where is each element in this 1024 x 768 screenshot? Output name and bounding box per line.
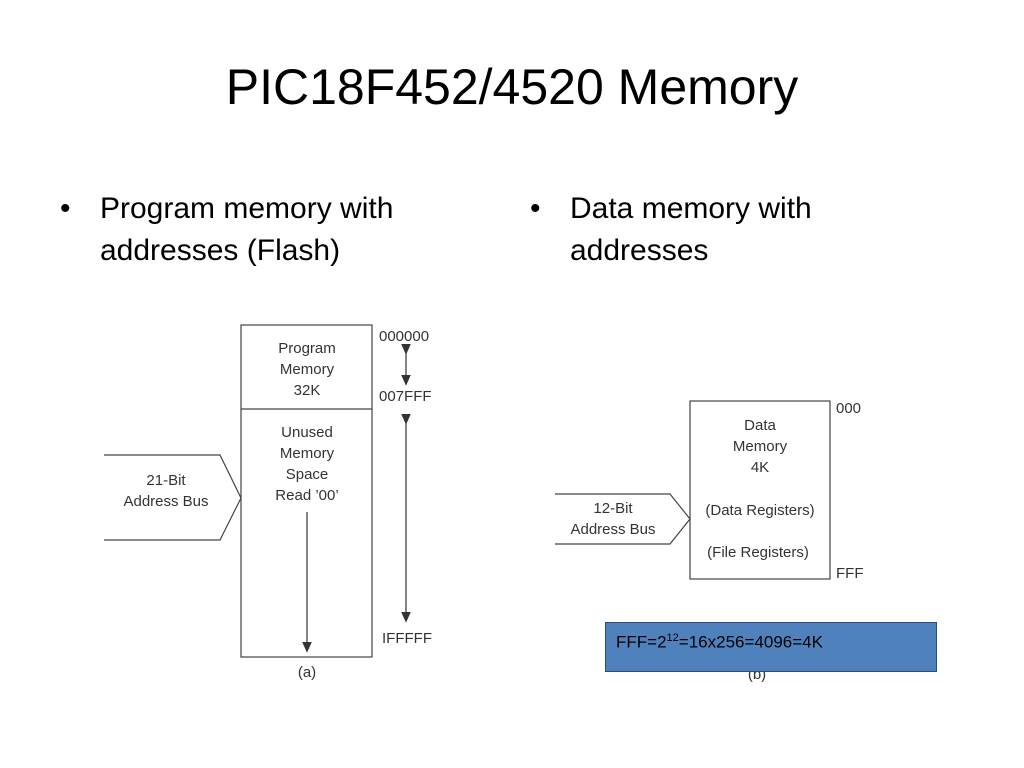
data-memory-diagram: Data Memory 4K (Data Registers) (File Re… xyxy=(555,400,864,683)
address-bus-label: Address Bus xyxy=(570,521,655,538)
bullet-line: Data memory with xyxy=(570,192,812,225)
address-bus-arrow-21bit xyxy=(104,454,242,541)
program-memory-diagram: Program Memory 32K Unused Memory Space R… xyxy=(104,324,432,681)
data-address-end: FFF xyxy=(836,565,864,582)
data-label-line: 4K xyxy=(751,459,769,476)
bullet-dot: • xyxy=(60,192,71,225)
unused-label-line: Unused xyxy=(281,424,333,441)
unused-label-line: Space xyxy=(286,466,329,483)
address-bus-label: Address Bus xyxy=(123,493,208,510)
bullet-data-memory: • Data memory with addresses xyxy=(530,188,990,272)
bullet-program-memory: • Program memory with addresses (Flash) xyxy=(60,188,520,272)
program-label-line: Program xyxy=(278,340,336,357)
data-address-start: 000 xyxy=(836,400,861,417)
program-label-line: Memory xyxy=(280,361,335,378)
unused-label-line: Memory xyxy=(280,445,335,462)
address-end: IFFFFF xyxy=(382,630,432,647)
note-prefix: FFF=2 xyxy=(616,632,667,652)
address-start: 000000 xyxy=(379,328,429,345)
bullet-line: addresses xyxy=(570,234,709,267)
address-bus-arrow-12bit xyxy=(555,493,691,545)
data-memory-block xyxy=(689,400,831,580)
address-bus-label: 12-Bit xyxy=(593,500,633,517)
data-label-line: Memory xyxy=(733,438,788,455)
data-registers-label: (Data Registers) xyxy=(705,502,814,519)
caption-a: (a) xyxy=(298,664,316,681)
address-bus-label: 21-Bit xyxy=(146,472,186,489)
slide-title: PIC18F452/4520 Memory xyxy=(225,59,799,115)
address-mid: 007FFF xyxy=(379,388,432,405)
bullet-line: Program memory with xyxy=(100,192,394,225)
note-exponent: 12 xyxy=(666,632,679,644)
file-registers-label: (File Registers) xyxy=(707,544,809,561)
unused-label-line: Read ’00’ xyxy=(275,487,338,504)
bullet-line: addresses (Flash) xyxy=(100,234,341,267)
bullet-dot: • xyxy=(530,192,541,225)
calculation-note: FFF=212=16x256=4096=4K xyxy=(605,622,937,672)
data-label-line: Data xyxy=(744,417,776,434)
note-suffix: =16x256=4096=4K xyxy=(678,632,823,652)
program-label-line: 32K xyxy=(294,382,321,399)
